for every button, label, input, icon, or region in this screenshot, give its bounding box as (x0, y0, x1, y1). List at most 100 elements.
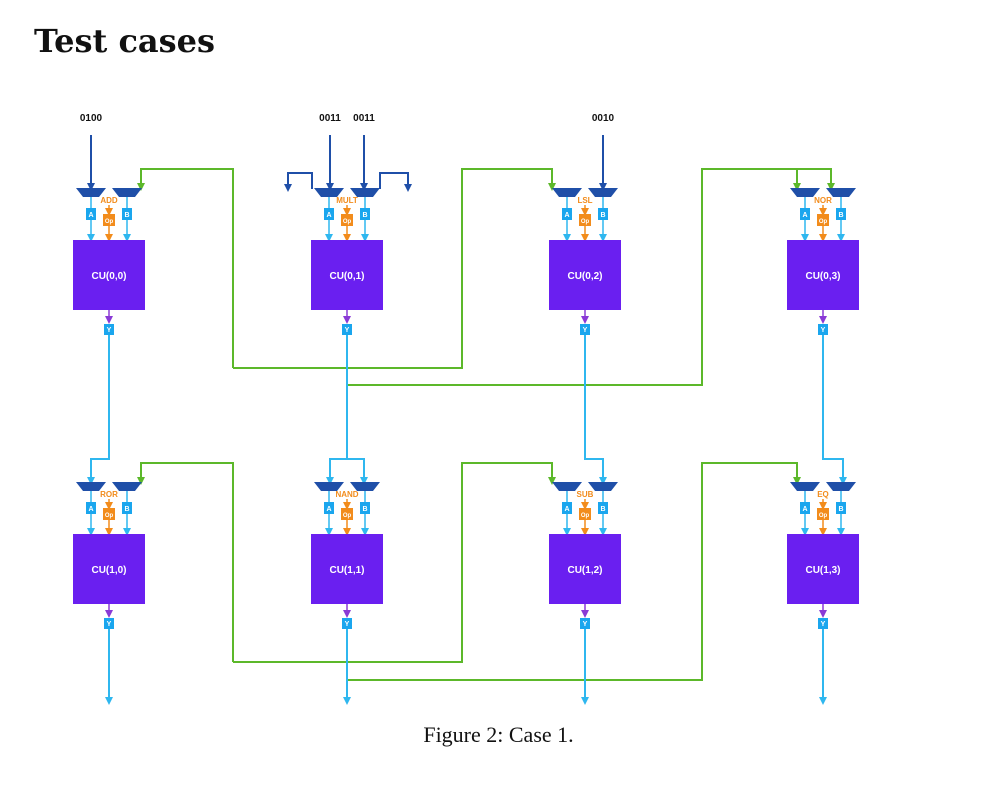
register-y (342, 618, 352, 629)
register-y-label: Y (345, 621, 350, 628)
register-op-label: Op (343, 513, 352, 519)
compute-unit-label: CU(1,1) (329, 565, 364, 576)
register-a (324, 502, 334, 514)
operation-label: LSL (577, 196, 592, 205)
register-op (817, 214, 829, 226)
mux-trapezoid (350, 188, 380, 197)
operation-label: ROR (100, 490, 118, 499)
green-feedback-wires (137, 168, 835, 681)
register-b-label: B (124, 212, 129, 219)
operation-label: NOR (814, 196, 832, 205)
compute-unit-box (549, 240, 621, 310)
register-a (86, 208, 96, 220)
mux-trapezoid (112, 482, 142, 491)
green-wire (233, 462, 556, 663)
register-op-label: Op (819, 513, 828, 519)
register-y-label: Y (821, 621, 826, 628)
register-a-label: A (802, 212, 807, 219)
mux-trapezoid (76, 188, 106, 197)
green-wire (137, 462, 234, 662)
input-value-label: 0100 (80, 113, 103, 124)
register-a-label: A (88, 506, 93, 513)
register-op-label: Op (105, 219, 114, 225)
mux-trapezoid (552, 188, 582, 197)
register-y-label: Y (821, 327, 826, 334)
green-wire (347, 462, 801, 681)
green-wire (233, 168, 556, 369)
mux-trapezoid (790, 188, 820, 197)
input-value-label: 0011 (353, 113, 375, 124)
compute-unit-box (787, 534, 859, 604)
register-op-label: Op (819, 219, 828, 225)
register-y (818, 618, 828, 629)
register-b-label: B (362, 212, 367, 219)
compute-unit-label: CU(1,2) (567, 565, 602, 576)
compute-unit-box (311, 240, 383, 310)
mux-trapezoid (76, 482, 106, 491)
register-op (103, 214, 115, 226)
compute-unit-box (787, 240, 859, 310)
mux-trapezoid (314, 482, 344, 491)
mux-trapezoid (588, 188, 618, 197)
data-wire (822, 340, 847, 485)
register-b (598, 208, 608, 220)
mux-trapezoid (350, 482, 380, 491)
register-b-label: B (838, 212, 843, 219)
data-wire (347, 458, 368, 485)
register-y (818, 324, 828, 335)
operation-label: MULT (336, 196, 358, 205)
figure-caption: Figure 2: Case 1. (423, 722, 574, 747)
compute-unit-label: CU(0,0) (91, 271, 126, 282)
mux-trapezoid (826, 188, 856, 197)
input-value-label: 0010 (592, 113, 615, 124)
register-a (562, 208, 572, 220)
register-op (341, 214, 353, 226)
compute-unit-box (73, 534, 145, 604)
register-b-label: B (838, 506, 843, 513)
register-b-label: B (362, 506, 367, 513)
register-y (104, 324, 114, 335)
register-a-label: A (564, 212, 569, 219)
compute-unit-label: CU(1,0) (91, 565, 126, 576)
register-b (836, 208, 846, 220)
register-a-label: A (802, 506, 807, 513)
register-a (86, 502, 96, 514)
register-a-label: A (326, 506, 331, 513)
register-b (122, 208, 132, 220)
operation-label: ADD (100, 196, 118, 205)
operation-label: NAND (335, 490, 358, 499)
register-a-label: A (564, 506, 569, 513)
register-b (598, 502, 608, 514)
compute-unit-box (549, 534, 621, 604)
register-y-label: Y (583, 327, 588, 334)
register-a (800, 208, 810, 220)
register-a (800, 502, 810, 514)
register-op (341, 508, 353, 520)
register-y-label: Y (107, 327, 112, 334)
register-b-label: B (600, 212, 605, 219)
operation-label: EQ (817, 490, 829, 499)
green-wire (797, 168, 835, 191)
data-wires (87, 340, 847, 705)
register-b (360, 502, 370, 514)
register-op (579, 508, 591, 520)
input-wire (284, 172, 313, 192)
compute-unit-label: CU(0,2) (567, 271, 602, 282)
data-wire (584, 340, 607, 485)
register-a (324, 208, 334, 220)
register-y-label: Y (345, 327, 350, 334)
register-b-label: B (124, 506, 129, 513)
mux-trapezoid (588, 482, 618, 491)
green-wire (347, 168, 801, 386)
operation-label: SUB (577, 490, 594, 499)
register-y-label: Y (107, 621, 112, 628)
